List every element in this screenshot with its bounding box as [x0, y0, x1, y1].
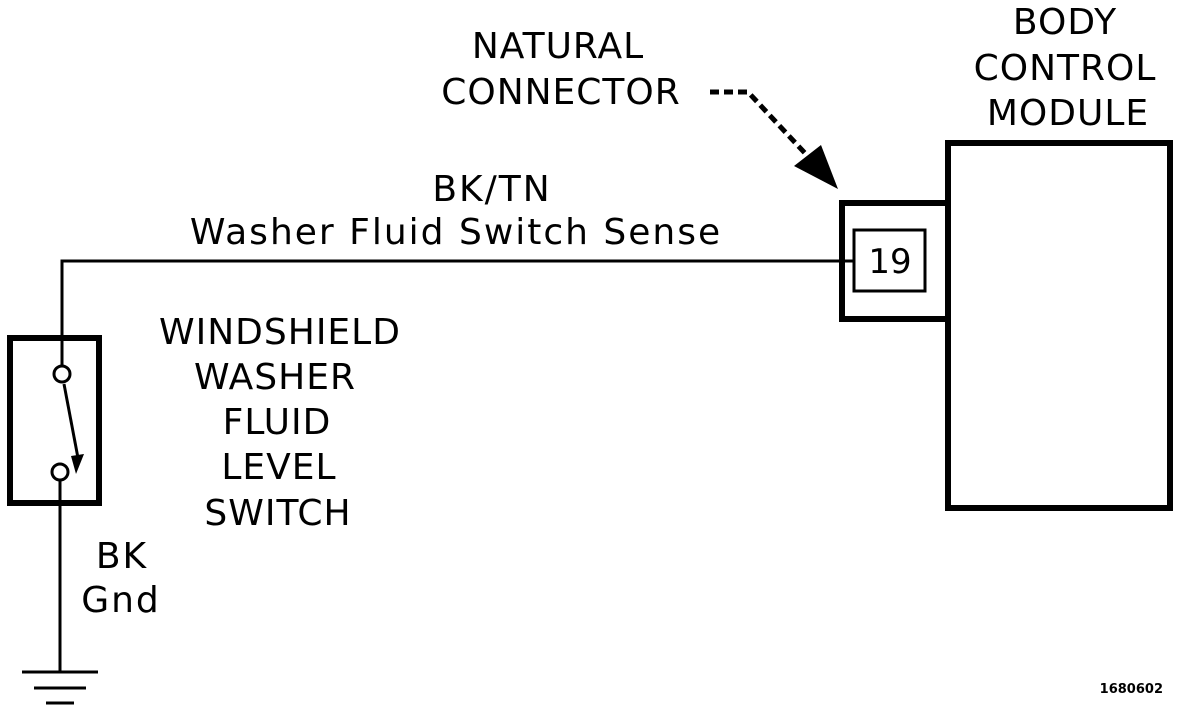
- connector-callout-arrow: [710, 89, 838, 189]
- ground-wire-color-label: BK: [96, 536, 148, 577]
- fluid-level-switch-box: [7, 335, 102, 506]
- connector-label-line-2: CONNECTOR: [441, 72, 681, 113]
- switch-upper-contact: [52, 364, 72, 384]
- switch-blade-arrow: [62, 383, 84, 474]
- switch-label-line-2: WASHER: [194, 357, 356, 398]
- sense-wire: [60, 259, 854, 368]
- module-label-line-2: CONTROL: [974, 48, 1157, 89]
- switch-label-line-1: WINDSHIELD: [159, 312, 401, 353]
- wire-function-label: Washer Fluid Switch Sense: [190, 212, 722, 253]
- ground-label: Gnd: [81, 580, 161, 621]
- switch-label-line-5: SWITCH: [204, 493, 351, 534]
- ground-symbol: [22, 670, 98, 705]
- figure-number: 1680602: [1100, 682, 1163, 697]
- switch-label-line-3: FLUID: [223, 402, 332, 443]
- module-label-line-1: BODY: [1013, 2, 1117, 43]
- connector-pin-number: 19: [868, 242, 911, 282]
- wire-color-label: BK/TN: [432, 169, 551, 210]
- switch-label-line-4: LEVEL: [221, 447, 336, 488]
- body-control-module-box: [945, 140, 1173, 511]
- switch-lower-contact: [50, 462, 70, 482]
- connector-label-line-1: NATURAL: [472, 26, 644, 67]
- module-label-line-3: MODULE: [987, 93, 1149, 134]
